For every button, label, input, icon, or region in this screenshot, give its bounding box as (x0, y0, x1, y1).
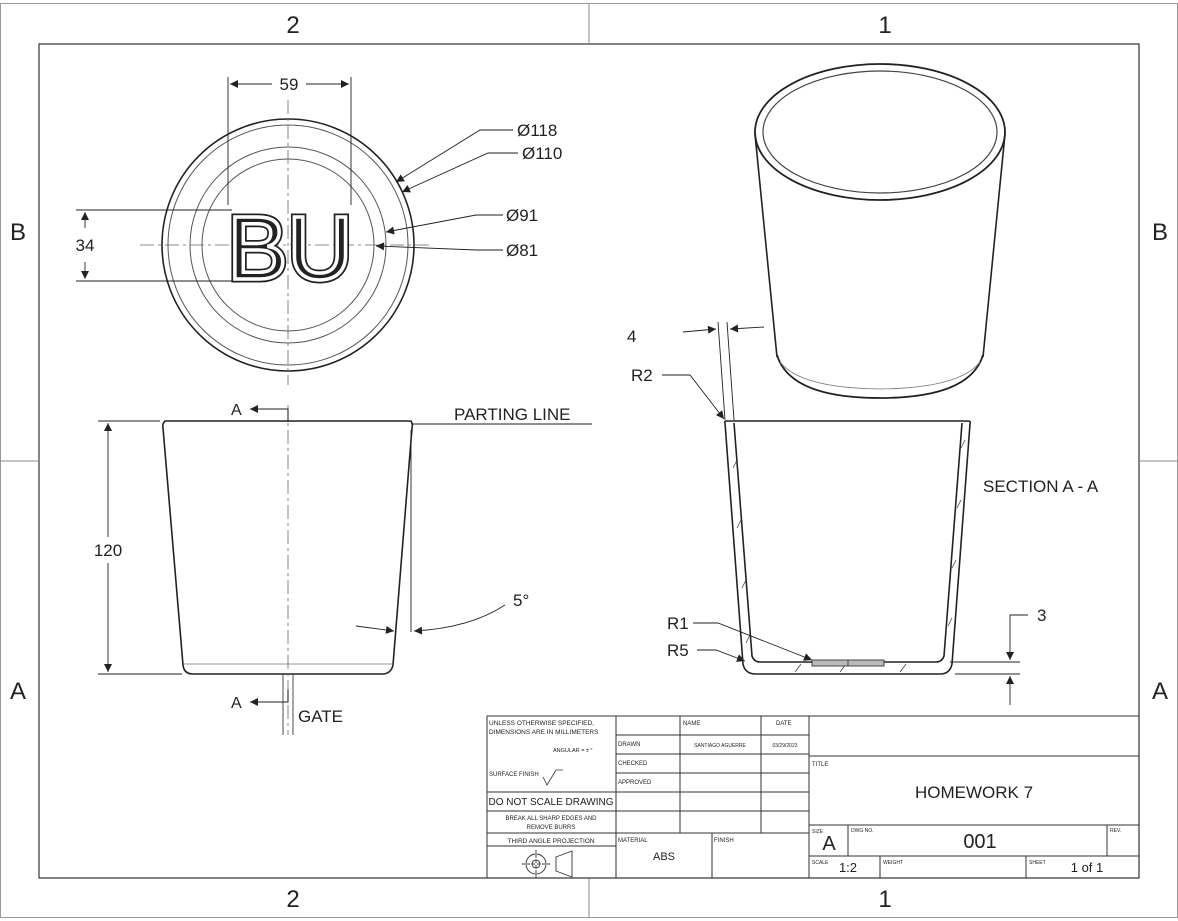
tb-dwg-label: DWG NO. (851, 828, 874, 834)
dim-height-34: 34 (76, 236, 95, 255)
dim-dia-91: Ø91 (506, 206, 538, 225)
dim-dia-81: Ø81 (506, 241, 538, 260)
dim-r5: R5 (667, 641, 689, 660)
tb-title: HOMEWORK 7 (915, 783, 1033, 802)
zone-label-bottom-left: 2 (286, 886, 299, 913)
section-marker-top: A (231, 402, 242, 419)
isometric-view (754, 63, 1006, 399)
tb-scale: 1:2 (839, 860, 857, 875)
parting-line-label: PARTING LINE (454, 405, 571, 424)
tb-surface-finish: SURFACE FINISH (489, 772, 539, 778)
tb-drawn-date: 03/29/2023 (772, 743, 797, 749)
tb-date-header: DATE (776, 721, 792, 727)
tb-title-label: TITLE (812, 762, 828, 768)
gate-label: GATE (298, 707, 343, 726)
third-angle-projection-icon (522, 850, 573, 878)
tb-size-label: SIZE (812, 829, 824, 835)
tb-weight-label: WEIGHT (883, 860, 903, 866)
zone-label-left-b: B (10, 219, 26, 246)
zone-label-top-right: 1 (878, 12, 891, 39)
tb-dwg-no: 001 (963, 831, 996, 853)
tb-unless-line1: UNLESS OTHERWISE SPECIFIED, (489, 720, 594, 727)
tb-break-line1: BREAK ALL SHARP EDGES AND (505, 816, 597, 822)
dim-r2: R2 (631, 366, 653, 385)
section-marker-bottom: A (231, 695, 242, 712)
tb-approved: APPROVED (618, 780, 652, 786)
tb-sheet: 1 of 1 (1071, 860, 1104, 875)
tb-angular: ANGULAR = ± ° (553, 748, 593, 754)
sheet-frame (0, 3, 1178, 918)
dim-base-3: 3 (1037, 606, 1046, 625)
dim-r1: R1 (667, 614, 689, 633)
dim-width-59: 59 (280, 75, 299, 94)
dim-dia-110: Ø110 (522, 144, 562, 163)
zone-labels: 2 1 2 1 B A B A (10, 12, 1168, 913)
zone-label-bottom-right: 1 (878, 886, 891, 913)
dim-draft-angle: 5° (513, 591, 529, 610)
tb-rev-label: REV. (1110, 828, 1121, 834)
dim-wall-4: 4 (627, 327, 636, 346)
surface-finish-icon (542, 769, 563, 786)
tb-unless-line2: DIMENSIONS ARE IN MILLIMETERS (489, 729, 599, 736)
section-a-a-label: SECTION A - A (983, 477, 1099, 496)
zone-label-top-left: 2 (286, 12, 299, 39)
section-a-a-view: 4 R2 SECTION A - A R1 R5 3 (627, 321, 1099, 705)
tb-finish-label: FINISH (714, 838, 734, 844)
bu-logo: BU (227, 199, 352, 299)
tb-scale-label: SCALE (812, 860, 829, 866)
tb-sheet-label: SHEET (1029, 860, 1046, 866)
dim-height-120: 120 (94, 541, 122, 560)
tb-checked: CHECKED (618, 761, 648, 767)
zone-label-left-a: A (10, 678, 26, 705)
zone-label-right-b: B (1152, 219, 1168, 246)
bu-logo-inner: BU (227, 199, 352, 299)
tb-name-header: NAME (683, 721, 700, 727)
top-view: BU BU 59 34 Ø118 Ø110 Ø91 Ø81 (76, 75, 562, 385)
tb-material: ABS (653, 851, 675, 863)
zone-label-right-a: A (1152, 678, 1168, 705)
tb-drawn: DRAWN (618, 742, 640, 748)
tb-break-line2: REMOVE BURRS (527, 825, 576, 831)
tb-material-label: MATERIAL (618, 838, 648, 844)
tb-projection: THIRD ANGLE PROJECTION (507, 838, 594, 845)
dim-dia-118: Ø118 (517, 121, 557, 140)
tb-drawn-name: SANTIAGO AGUERRE (694, 743, 746, 749)
front-view: A A PARTING LINE 120 5° GATE (94, 402, 592, 735)
title-block: UNLESS OTHERWISE SPECIFIED, DIMENSIONS A… (486, 715, 1140, 879)
tb-do-not-scale: DO NOT SCALE DRAWING (488, 797, 613, 808)
tb-size: A (822, 833, 836, 855)
